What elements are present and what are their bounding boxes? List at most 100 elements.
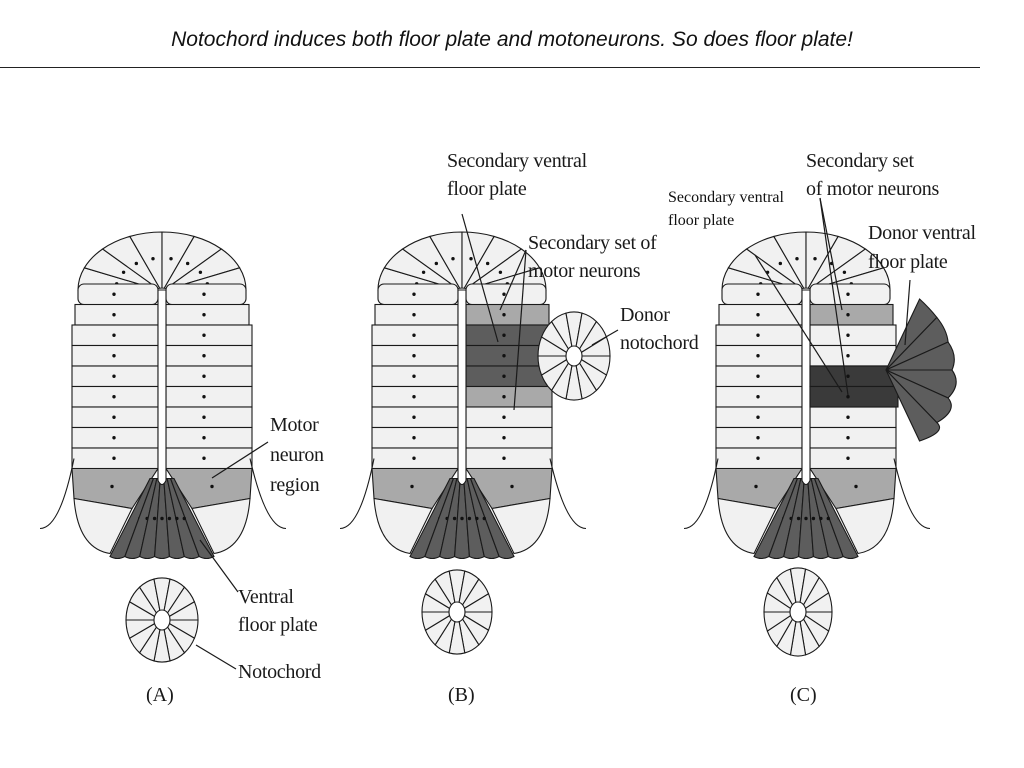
lateral-cell-right (165, 283, 247, 306)
lateral-cell-right (809, 447, 897, 470)
lateral-cell-right (165, 447, 253, 470)
notochord-cell (168, 600, 199, 621)
nucleus-dot (756, 292, 760, 296)
lateral-cell-right (809, 303, 894, 326)
nucleus-dot (846, 333, 850, 337)
lateral-cell-right (809, 283, 891, 306)
lateral-cell-left (74, 303, 159, 326)
nucleus-dot (778, 261, 783, 266)
notochord-a (125, 577, 199, 663)
lateral-cell-left (721, 283, 803, 306)
nucleus-dot (846, 456, 850, 460)
nucleus-dot (412, 395, 416, 399)
panel-a-letter: (A) (146, 684, 174, 706)
tissue-line (893, 458, 931, 530)
tissue-line (339, 458, 375, 530)
notochord-center (448, 601, 466, 623)
nucleus-dot (412, 354, 416, 358)
nucleus-dot (482, 516, 486, 521)
nucleus-dot (467, 516, 472, 521)
lateral-cell-right (165, 406, 253, 429)
lateral-cell-right (165, 344, 253, 367)
nucleus-dot (813, 257, 817, 261)
nucleus-dot (412, 374, 416, 378)
lateral-cell-left (77, 283, 159, 306)
nucleus-dot (452, 516, 457, 521)
nucleus-dot (502, 354, 506, 358)
ventral-cell-left (73, 497, 133, 555)
nucleus-dot (502, 456, 506, 460)
neural-tube-a (39, 231, 287, 560)
nucleus-dot (112, 456, 116, 460)
motor-neuron-label: Motor (270, 414, 319, 436)
nucleus-dot (826, 516, 830, 521)
secondary-floor-plate-cell (809, 385, 899, 408)
nucleus-dot (498, 270, 503, 274)
nucleus-dot (112, 395, 116, 399)
nucleus-dot (460, 516, 464, 521)
nucleus-dot (819, 516, 823, 521)
lumen (801, 289, 811, 486)
nucleus-dot (846, 374, 850, 378)
secondary-floor-plate-c-label: Secondary ventral (668, 189, 784, 206)
nucleus-dot (469, 257, 473, 261)
tissue-line (39, 458, 75, 530)
nucleus-dot (756, 313, 760, 317)
nucleus-dot (502, 436, 506, 440)
nucleus-dot (202, 292, 206, 296)
lateral-cell-left (374, 303, 459, 326)
secondary-motor-neurons-label: Secondary set of (528, 232, 657, 254)
slide-title: Notochord induces both floor plate and m… (171, 28, 853, 51)
nucleus-dot (121, 270, 126, 274)
nucleus-dot (796, 516, 801, 521)
lateral-cell-right (465, 303, 550, 326)
ventral-cell-right (191, 497, 251, 555)
nucleus-dot (410, 484, 414, 489)
nucleus-dot (804, 516, 808, 521)
donor-notochord-label-2: notochord (620, 332, 699, 354)
tissue-line (249, 458, 287, 530)
nucleus-dot (502, 374, 506, 378)
donor-floor-plate-label-2: floor plate (868, 251, 948, 273)
lateral-cell-right (165, 365, 253, 388)
secondary-motor-neurons-c-label: Secondary set (806, 150, 914, 172)
lateral-cell-right (165, 426, 253, 449)
nucleus-dot (202, 333, 206, 337)
notochord-b (421, 569, 493, 655)
secondary-floor-plate-c-label-2: floor plate (668, 212, 735, 229)
floor-plate-cell (813, 477, 859, 560)
nucleus-dot (202, 415, 206, 419)
notochord-cell (463, 592, 493, 613)
notochord-cell (804, 592, 833, 613)
neural-tube-c (683, 231, 931, 560)
nucleus-dot (795, 257, 799, 261)
nucleus-dot (151, 257, 155, 261)
nucleus-dot (112, 333, 116, 337)
nucleus-dot (846, 415, 850, 419)
nucleus-dot (412, 456, 416, 460)
neural-tube-b (339, 231, 587, 560)
notochord-center (565, 345, 583, 367)
tissue-line (683, 458, 719, 530)
nucleus-dot (451, 257, 455, 261)
donor-floor-plate-cell (885, 369, 941, 442)
nucleus-dot (202, 436, 206, 440)
ventral-cell-left (373, 497, 433, 555)
motor-neuron-label-2: neuron (270, 444, 324, 466)
nucleus-dot (112, 374, 116, 378)
nucleus-dot (412, 333, 416, 337)
lateral-cell-right (165, 385, 253, 408)
lateral-cell-right (165, 324, 253, 347)
ventral-cell-right (491, 497, 551, 555)
nucleus-dot (167, 516, 172, 521)
nucleus-dot (198, 270, 203, 274)
nucleus-dot (112, 313, 116, 317)
notochord-c (763, 567, 833, 657)
nucleus-dot (510, 484, 514, 489)
nucleus-dot (202, 313, 206, 317)
nucleus-dot (202, 354, 206, 358)
lateral-cell-right (465, 283, 547, 306)
lateral-cell-right (465, 385, 553, 408)
nucleus-dot (112, 354, 116, 358)
nucleus-dot (185, 261, 190, 266)
